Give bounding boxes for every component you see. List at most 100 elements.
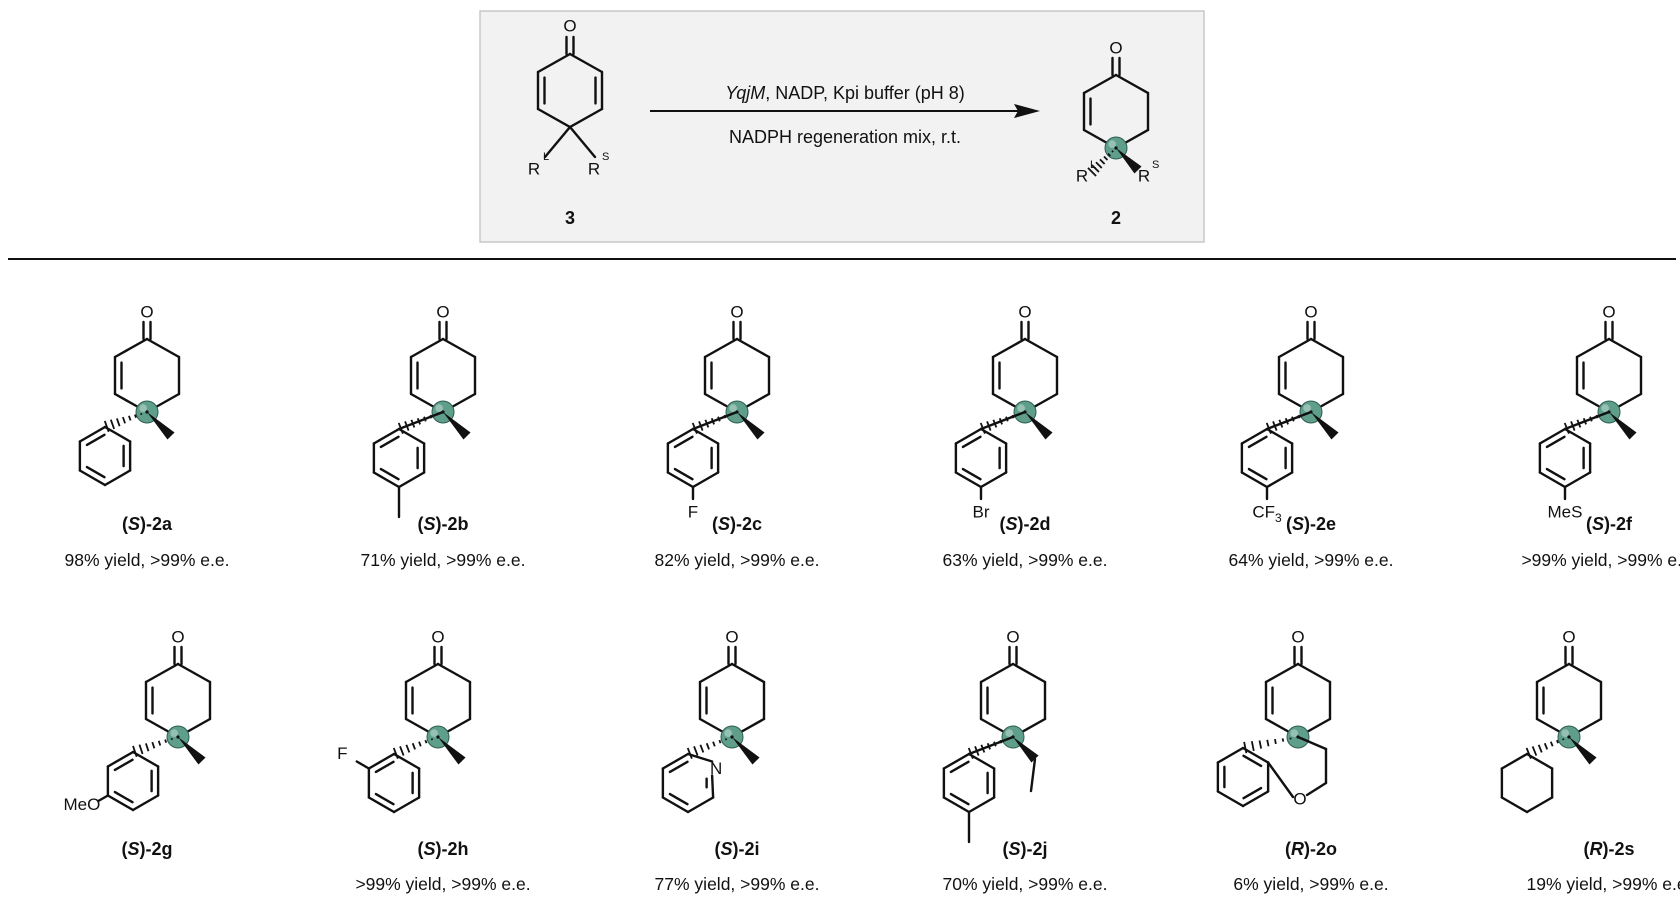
aromatic-bond: [666, 427, 695, 445]
wedge-bond: [147, 412, 175, 440]
hash-line: [1087, 167, 1097, 177]
hash-line: [411, 742, 416, 750]
hash-line: [1570, 421, 1576, 431]
hash-line: [103, 420, 110, 433]
hash-line: [109, 419, 115, 430]
bond: [1309, 337, 1345, 359]
cyclohexyl-bond: [1525, 796, 1554, 814]
hash-line: [424, 739, 428, 744]
carbonyl-oxygen: O: [436, 303, 449, 322]
hash-line: [1107, 153, 1111, 157]
product-structure-2b: O: [372, 303, 477, 519]
aromatic-bond: [78, 469, 107, 487]
aromatic-bond: [1563, 471, 1592, 489]
bond: [409, 337, 445, 359]
paren-open: (: [1586, 514, 1592, 534]
bond: [145, 337, 181, 359]
carbonyl-oxygen: O: [431, 628, 444, 647]
aromatic-bond: [1265, 471, 1294, 489]
aromatic-bond: [392, 752, 421, 770]
aromatic-bond: [103, 469, 132, 487]
compound-number: )-2i: [733, 839, 760, 859]
compound-number: )-2e: [1304, 514, 1336, 534]
substituent-bond: [97, 794, 110, 803]
wedge-bond: [1116, 148, 1142, 174]
wedge-bond: [443, 412, 471, 440]
hash-line: [1284, 417, 1289, 425]
carbonyl-oxygen: O: [725, 628, 738, 647]
cyclohexyl-bond: [1500, 752, 1529, 770]
chromane-oxygen: O: [1293, 790, 1306, 809]
hash-line: [1005, 738, 1009, 741]
configuration: S: [720, 839, 732, 859]
wedge-bond: [1013, 737, 1039, 763]
hash-line: [717, 416, 721, 422]
bond: [1011, 662, 1047, 684]
chromane-bond: [1305, 781, 1328, 797]
hash-line: [1095, 161, 1103, 169]
aromatic-double-bond: [85, 465, 106, 479]
aromatic-bond: [691, 471, 720, 489]
configuration: S: [1008, 839, 1020, 859]
hash-line: [1556, 739, 1559, 744]
aromatic-bond: [691, 427, 720, 445]
bond: [1575, 337, 1611, 359]
aromatic-bond: [942, 752, 971, 770]
aromatic-double-bond: [374, 792, 395, 806]
substituent-bond: [355, 760, 371, 770]
aromatic-bond: [686, 796, 715, 814]
hash-line: [980, 744, 986, 753]
hash-line: [430, 738, 434, 741]
hash-line: [723, 414, 727, 419]
configuration: S: [1592, 514, 1604, 534]
aromatic-bond: [1563, 427, 1592, 445]
hash-line: [1601, 413, 1605, 416]
configuration: S: [128, 514, 140, 534]
hash-line: [164, 739, 168, 743]
hash-line: [157, 740, 162, 746]
compound-name: (S)-2a: [122, 514, 173, 534]
carbonyl-oxygen: O: [1562, 628, 1575, 647]
hash-line: [699, 744, 705, 753]
aromatic-double-bond: [1247, 435, 1268, 449]
paren-open: (: [417, 514, 423, 534]
hash-line: [724, 738, 728, 741]
configuration: S: [1292, 514, 1304, 534]
hash-line: [435, 413, 439, 416]
compound-number: )-2b: [436, 514, 469, 534]
substituent-label: Br: [973, 503, 990, 522]
hash-line: [429, 414, 433, 419]
aromatic-bond: [1240, 427, 1269, 445]
hash-line: [418, 741, 422, 747]
aromatic-double-bond: [1242, 786, 1263, 800]
hash-line: [998, 417, 1003, 425]
compound-name: (S)-2e: [1286, 514, 1336, 534]
hash-line: [1017, 413, 1021, 416]
aromatic-double-bond: [1242, 754, 1263, 768]
hash-line: [1595, 414, 1599, 419]
configuration: S: [127, 839, 139, 859]
hash-line: [138, 744, 144, 755]
bond: [698, 662, 734, 684]
hash-line: [416, 417, 421, 425]
yield-ee-text: 6% yield, >99% e.e.: [1233, 874, 1388, 894]
hash-line: [405, 744, 411, 753]
hash-line: [1563, 422, 1570, 434]
aromatic-double-bond: [1545, 435, 1566, 449]
carbonyl-oxygen: O: [1602, 303, 1615, 322]
aromatic-double-bond: [1247, 467, 1268, 481]
compound-name: (S)-2i: [714, 839, 759, 859]
aromatic-bond: [967, 752, 996, 770]
bond: [703, 337, 739, 359]
paren-open: (: [122, 514, 128, 534]
bond: [1296, 662, 1332, 684]
aromatic-double-bond: [379, 467, 400, 481]
stereocenter-highlight: [1303, 404, 1311, 412]
paren-open: (: [417, 839, 423, 859]
bond: [1264, 662, 1300, 684]
substrate-rs-sup: S: [602, 151, 609, 163]
bond: [113, 337, 149, 359]
paren-open: (: [1583, 839, 1589, 859]
